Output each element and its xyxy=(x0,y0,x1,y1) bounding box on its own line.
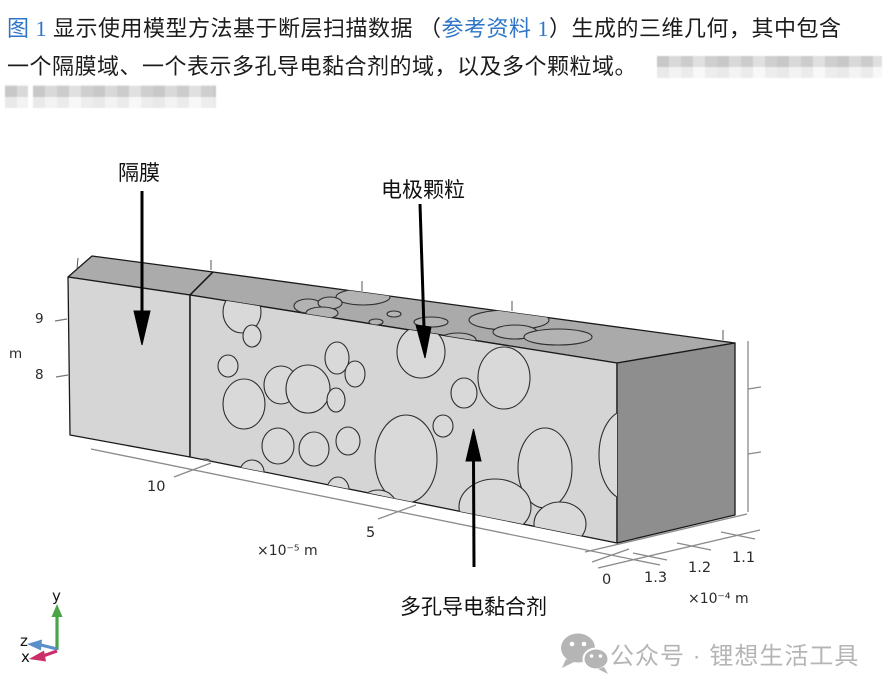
y-axis-unit: m xyxy=(9,346,23,362)
redacted-text-block xyxy=(5,85,28,108)
electrode-3d-block xyxy=(67,255,736,544)
particle-annotation-label: 电极颗粒 xyxy=(381,178,465,202)
redacted-text-block xyxy=(33,85,216,108)
block-edges xyxy=(189,271,214,457)
redacted-text-block xyxy=(657,56,882,78)
x-axis-tick-0: 0 xyxy=(602,572,612,588)
top-edge-ticks xyxy=(76,257,724,340)
coordinate-triad xyxy=(27,604,63,662)
y-axis-tick-9: 9 xyxy=(35,311,44,327)
separator-front-face xyxy=(67,276,191,458)
reference-link[interactable]: 参考资料 1 xyxy=(441,16,550,41)
z-axis-tick-13: 1.3 xyxy=(644,570,668,586)
x-axis-tick-5: 5 xyxy=(366,525,376,541)
wechat-icon xyxy=(561,633,610,674)
binder-annotation-label: 多孔导电黏合剂 xyxy=(400,595,547,619)
caption-text-b: ）生成的三维几何，其中包含 xyxy=(549,16,842,41)
figure-reference-link[interactable]: 图 1 xyxy=(7,16,48,41)
caption-line-1: 图 1 显示使用模型方法基于断层扫描数据 （参考资料 1）生成的三维几何，其中包… xyxy=(7,11,842,43)
annotation-arrows xyxy=(133,191,482,568)
triad-y-label: y xyxy=(52,587,61,605)
axis-rulers xyxy=(54,318,762,569)
x-axis-unit: ×10⁻⁵ m xyxy=(257,543,318,559)
z-axis-tick-11: 1.1 xyxy=(732,550,756,566)
caption-line-2: 一个隔膜域、一个表示多孔导电黏合剂的域，以及多个颗粒域。 xyxy=(7,49,637,81)
x-axis-tick-10: 10 xyxy=(147,479,166,495)
z-axis-tick-12: 1.2 xyxy=(688,560,712,576)
caption-text-a: 显示使用模型方法基于断层扫描数据 （ xyxy=(47,16,442,41)
watermark-text: 公众号 · 锂想生活工具 xyxy=(610,643,860,670)
triad-x-label: x xyxy=(21,648,30,666)
z-axis-unit: ×10⁻⁴ m xyxy=(688,591,749,607)
right-end-face xyxy=(616,342,736,544)
separator-annotation-label: 隔膜 xyxy=(118,161,160,185)
caption-text-c: 一个隔膜域、一个表示多孔导电黏合剂的域，以及多个颗粒域。 xyxy=(7,54,638,79)
y-axis-tick-8: 8 xyxy=(35,367,44,383)
triad-z-label: z xyxy=(20,632,28,650)
